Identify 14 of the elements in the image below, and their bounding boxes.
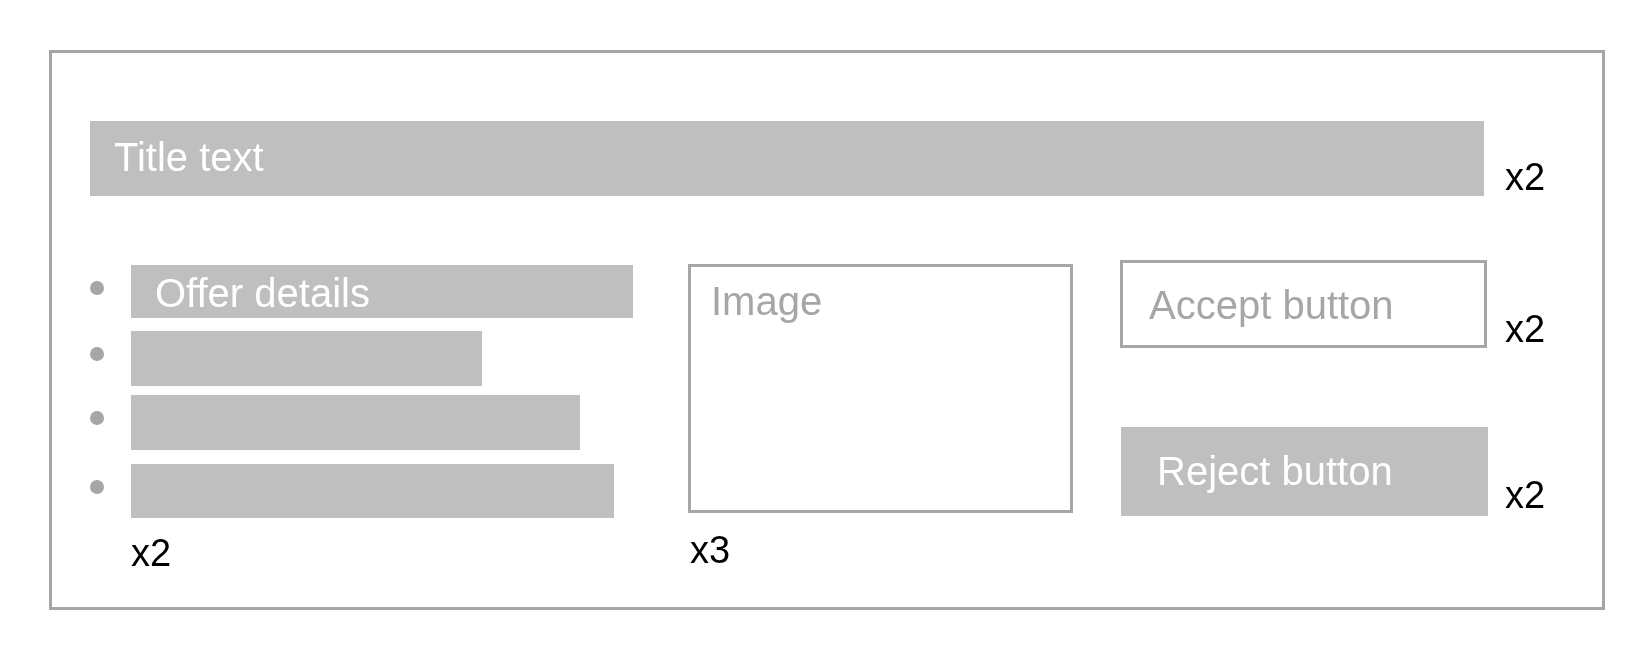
repeat-count: x2 (131, 534, 172, 572)
accept-button: Accept button (1120, 260, 1487, 348)
repeat-count: x2 (1505, 476, 1546, 514)
reject-button: Reject button (1121, 427, 1488, 516)
text-bar (131, 464, 614, 518)
image-frame: Image (688, 264, 1073, 513)
text-bar (131, 331, 482, 386)
repeat-count: x2 (1505, 310, 1546, 348)
repeat-count: x2 (1505, 158, 1546, 196)
frame-box (49, 50, 1605, 610)
repeat-count: x3 (690, 531, 731, 569)
text-bar (131, 395, 580, 450)
text-bar: Offer details (131, 265, 633, 318)
title-bar: Title text (90, 121, 1484, 196)
